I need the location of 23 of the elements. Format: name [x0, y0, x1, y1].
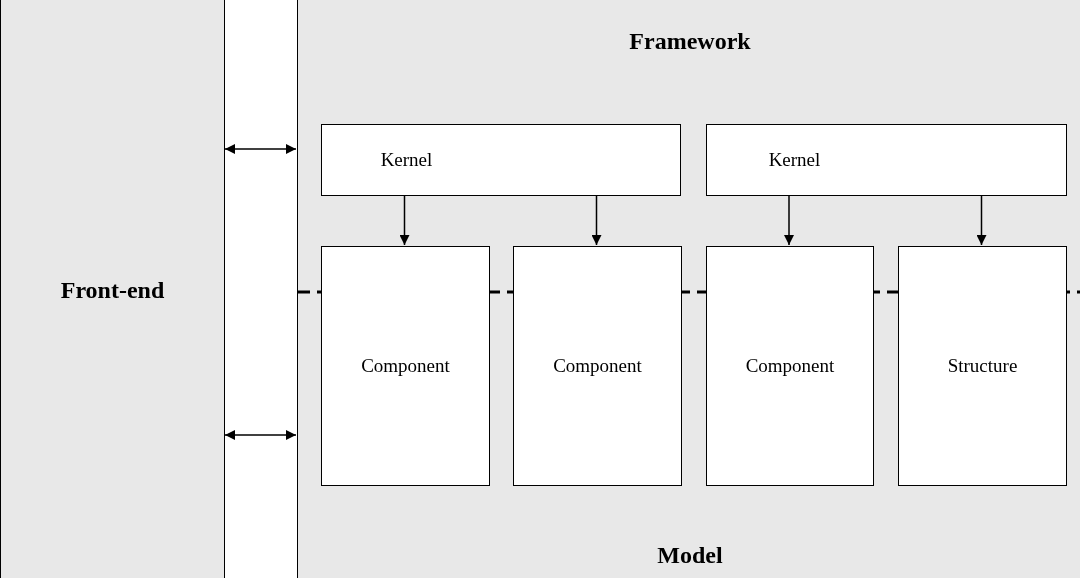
box-label: Structure — [947, 353, 1018, 378]
component-box — [898, 246, 1067, 486]
framework-panel — [297, 0, 1080, 578]
box-label: Kernel — [768, 147, 821, 172]
component-box — [513, 246, 682, 486]
component-box — [321, 246, 490, 486]
box-label: Component — [745, 353, 835, 378]
panel-title: Front-end — [60, 276, 165, 305]
arrow — [976, 194, 987, 246]
front-end-panel — [0, 0, 225, 578]
panel-title: Model — [656, 541, 724, 570]
kernel-box — [321, 124, 681, 196]
panel-title: Framework — [628, 27, 752, 56]
arrow — [399, 194, 410, 246]
arrow — [224, 144, 297, 154]
kernel-box — [706, 124, 1067, 196]
box-label: Component — [361, 353, 450, 378]
arrow — [784, 194, 794, 246]
arrow — [224, 430, 297, 440]
box-label: Component — [553, 353, 642, 378]
arrow — [591, 194, 602, 246]
component-box — [706, 246, 874, 486]
box-label: Kernel — [380, 147, 433, 172]
